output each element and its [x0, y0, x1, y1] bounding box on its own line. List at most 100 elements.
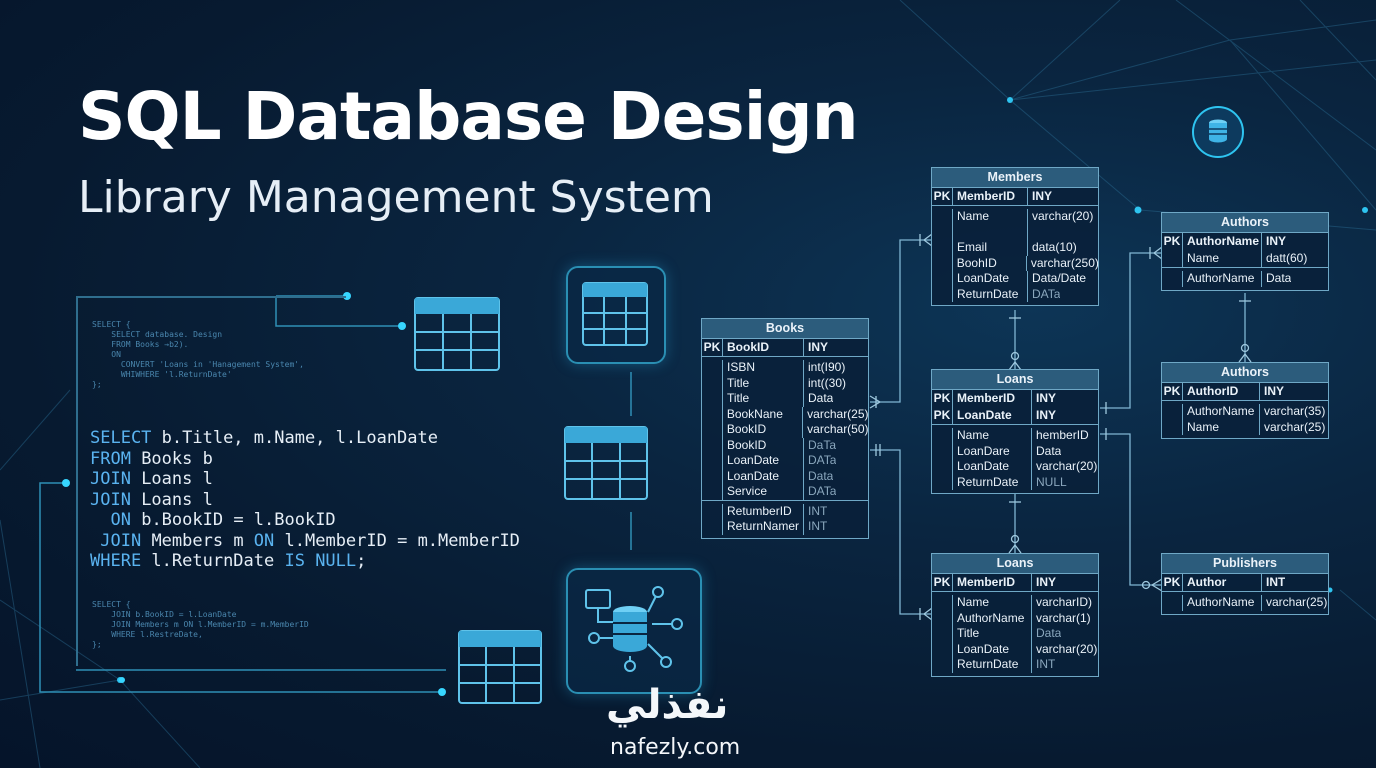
column-name: ReturnNamer — [723, 519, 804, 535]
key-cell — [702, 503, 723, 519]
brand-url: nafezly.com — [610, 735, 741, 760]
column-name: LoanDate — [723, 468, 804, 484]
column-type: DATa — [1032, 286, 1061, 301]
sql-line: SELECT b.Title, m.Name, l.LoanDate — [90, 428, 520, 449]
table-header: Loans — [932, 554, 1098, 574]
table-footer — [932, 673, 1098, 676]
column-name: Name — [1183, 419, 1260, 435]
code-line: FROM Books →b2). — [92, 340, 189, 349]
code-panel — [76, 296, 378, 666]
column-name: LoanDate — [953, 407, 1032, 424]
column-name: BookID — [723, 437, 804, 453]
column-name: ReturnDate — [953, 286, 1028, 302]
column-type: Data — [808, 468, 834, 483]
column-type: INY — [1036, 408, 1057, 422]
key-cell — [932, 240, 953, 256]
key-cell — [932, 286, 953, 302]
code-line: JOIN Members m ON l.MemberID = m.MemberI… — [92, 620, 309, 629]
sql-line: JOIN Loans l — [90, 469, 520, 490]
column-type: varchar(250) — [1030, 255, 1098, 270]
key-cell — [932, 255, 953, 271]
column-type: INY — [808, 340, 829, 354]
column-name: AuthorName — [1183, 595, 1262, 611]
key-cell: PK — [932, 188, 953, 205]
column-name: ReturnDate — [953, 657, 1032, 673]
column-name: BoohID — [953, 255, 1027, 271]
key-cell: PK — [1162, 233, 1183, 250]
code-line: CONVERT 'Loans in 'Hanagement System', — [92, 360, 304, 369]
column-name: Title — [953, 626, 1032, 642]
sql-keyword: SELECT — [90, 428, 152, 448]
table-row: LoanDate Data — [702, 468, 868, 484]
key-cell: PK — [702, 339, 723, 356]
column-type: Data/Date — [1032, 271, 1087, 285]
column-name: AuthorName — [953, 610, 1032, 626]
column-name: Title — [723, 375, 804, 391]
column-type: INT — [808, 503, 828, 518]
table-grid-icon — [564, 426, 648, 500]
code-line: SELECT { — [92, 600, 131, 609]
key-cell — [702, 375, 723, 391]
table-header: Members — [932, 168, 1098, 188]
key-cell — [702, 360, 723, 376]
sql-keyword: JOIN — [90, 469, 131, 489]
column-type: DaTa — [808, 437, 837, 452]
column-name: MemberID — [953, 574, 1032, 591]
key-cell — [1162, 250, 1183, 267]
table-header: Authors — [1162, 363, 1328, 383]
key-cell — [932, 459, 953, 475]
page-subtitle: Library Management System — [78, 172, 714, 223]
column-name: AuthorName — [1183, 271, 1262, 287]
sql-keyword: JOIN — [100, 530, 142, 551]
sql-line: FROM Books b — [90, 449, 520, 470]
table-header: Loans — [932, 370, 1098, 390]
column-type: INT — [1266, 575, 1286, 589]
column-type: varchar(35) — [1264, 404, 1326, 418]
column-type: varchar(20) — [1036, 459, 1098, 473]
sql-line: JOIN Members m ON l.MemberID = m.MemberI… — [90, 531, 520, 552]
table-header: Authors — [1162, 213, 1328, 233]
table-row: BookID DaTa — [702, 437, 868, 453]
key-cell — [702, 422, 723, 438]
key-cell: PK — [932, 407, 953, 424]
column-type: INY — [1032, 189, 1053, 203]
column-name: BookID — [723, 339, 804, 356]
column-type: varchar(20) — [1036, 641, 1098, 656]
sql-keyword: ON — [110, 510, 131, 530]
table-row: ReturnNamer INT — [702, 519, 868, 535]
key-cell — [932, 641, 953, 657]
database-badge-icon — [1192, 106, 1244, 158]
column-type: Data — [1036, 443, 1062, 458]
key-cell — [932, 428, 953, 444]
key-cell — [702, 437, 723, 453]
column-name: Name — [953, 209, 1028, 225]
sql-line: ON b.BookID = l.BookID — [90, 510, 520, 531]
key-cell — [702, 391, 723, 407]
column-type: varchar(50) — [807, 422, 868, 436]
key-cell — [702, 468, 723, 484]
key-cell — [702, 453, 723, 469]
column-type: data(10) — [1032, 240, 1077, 254]
code-line: SELECT { — [92, 320, 131, 329]
sql-text: Loans l — [130, 489, 213, 510]
key-cell — [1162, 404, 1183, 420]
column-type: INT — [1036, 657, 1056, 671]
key-cell: PK — [1162, 383, 1183, 400]
column-type: INT — [808, 519, 828, 533]
table-footer — [702, 535, 868, 538]
code-line: WHERE l.RestreDate, — [92, 630, 203, 639]
key-cell — [932, 209, 953, 225]
